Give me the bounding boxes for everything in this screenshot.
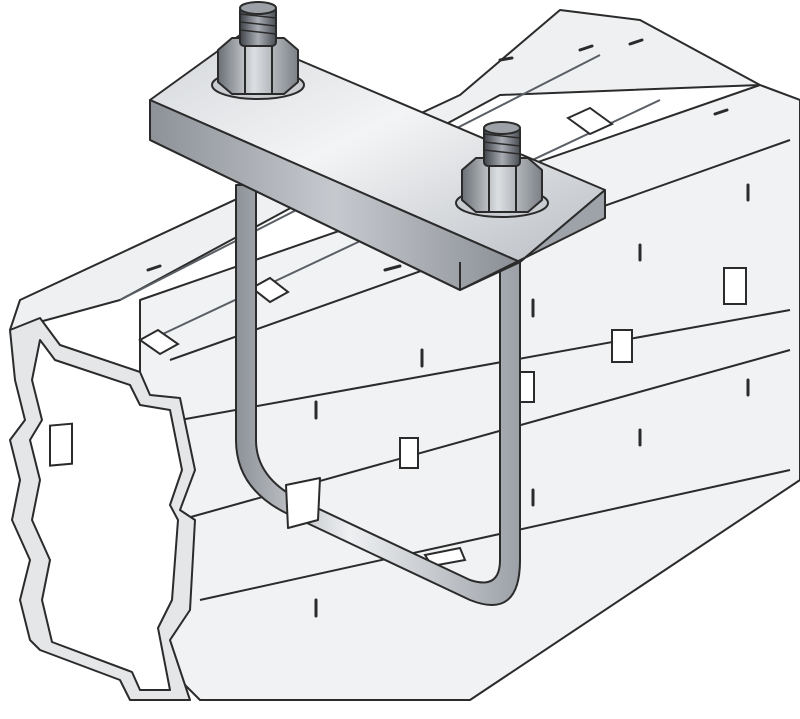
plate-right-edge bbox=[459, 189, 606, 291]
u-bolt bbox=[235, 184, 521, 606]
rail-clip bbox=[285, 477, 321, 529]
rail-marks bbox=[146, 38, 750, 618]
bolt-thread-left bbox=[239, 13, 277, 35]
u-bolt-rod bbox=[235, 184, 521, 606]
nut-right bbox=[455, 121, 549, 218]
rail-slots bbox=[49, 106, 747, 568]
nut-left bbox=[211, 1, 305, 100]
rail-profile bbox=[9, 9, 800, 701]
bolt-thread-right bbox=[483, 133, 521, 155]
